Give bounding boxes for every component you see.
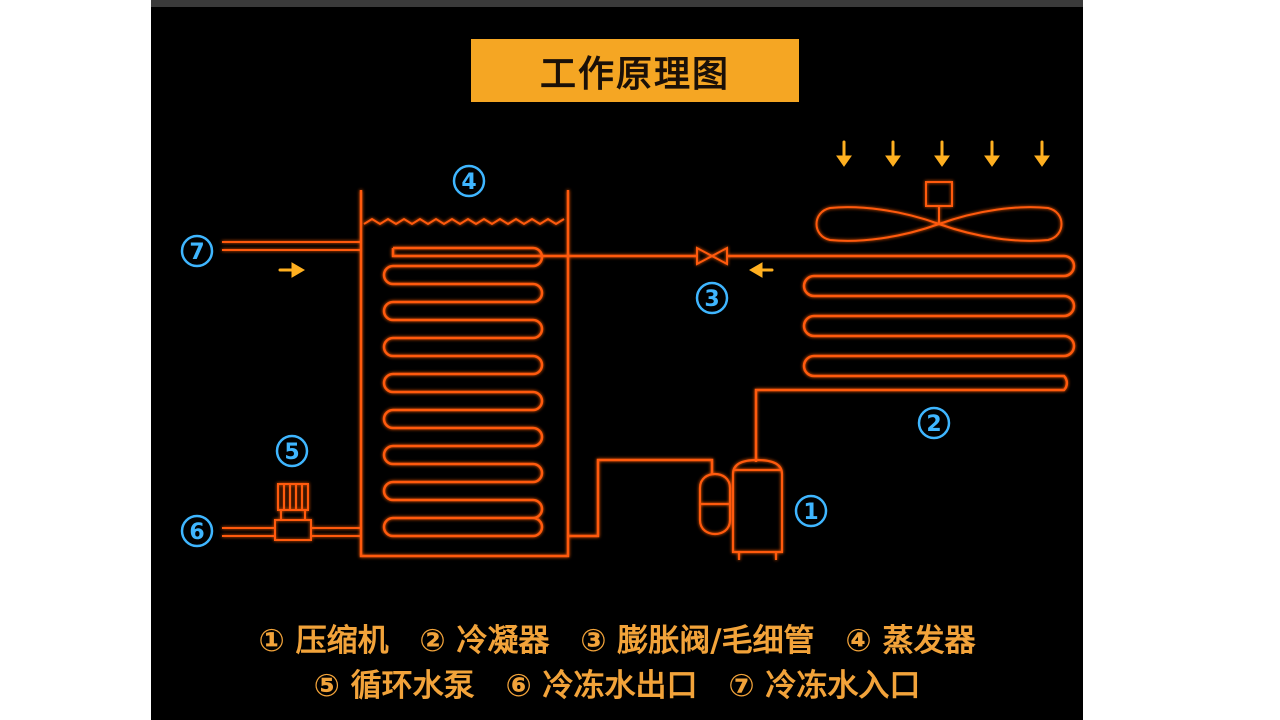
top-border-strip (151, 0, 1083, 7)
marker-3: 3 (695, 281, 729, 315)
legend-row-2: ⑤ 循环水泵 ⑥ 冷冻水出口 ⑦ 冷冻水入口 (151, 660, 1083, 705)
marker-7: 7 (180, 234, 214, 268)
water-inlet-pipe (222, 241, 361, 251)
compressor-body (731, 458, 784, 560)
legend-item-evaporator: ④ 蒸发器 (845, 623, 976, 659)
down-arrow-icon (934, 140, 950, 167)
circulation-pump (274, 483, 312, 541)
right-arrow-icon (278, 262, 305, 278)
marker-6: 6 (180, 514, 214, 548)
legend-row-1: ① 压缩机 ② 冷凝器 ③ 膨胀阀/毛细管 ④ 蒸发器 (151, 615, 1083, 660)
down-arrow-icon (984, 140, 1000, 167)
svg-text:2: 2 (926, 412, 941, 437)
legend-item-expansion-valve: ③ 膨胀阀/毛细管 (580, 623, 815, 659)
marker-4: 4 (452, 164, 486, 198)
svg-text:4: 4 (461, 170, 476, 195)
legend-item-compressor: ① 压缩机 (258, 623, 389, 659)
suction-line (568, 458, 714, 538)
marker-1: 1 (794, 494, 828, 528)
legend-item-water-inlet: ⑦ 冷冻水入口 (728, 668, 921, 704)
accumulator (698, 472, 732, 536)
svg-text:7: 7 (189, 240, 204, 265)
marker-5: 5 (275, 434, 309, 468)
down-arrow-icon (836, 140, 852, 167)
expansion-valve (696, 246, 728, 266)
fan-motor (925, 181, 953, 207)
condenser-coil (754, 254, 1076, 462)
fan-blade-right (936, 206, 1063, 242)
refrigerant-line-top (391, 248, 697, 258)
svg-text:3: 3 (704, 287, 719, 312)
legend-item-pump: ⑤ 循环水泵 (313, 668, 475, 704)
legend-item-condenser: ② 冷凝器 (419, 623, 550, 659)
svg-text:5: 5 (284, 440, 299, 465)
legend-item-water-outlet: ⑥ 冷冻水出口 (505, 668, 698, 704)
evaporator-tank (359, 190, 570, 558)
marker-2: 2 (917, 406, 951, 440)
down-arrow-icon (1034, 140, 1050, 167)
evaporator-coil (382, 246, 544, 538)
down-arrow-icon (885, 140, 901, 167)
title-banner: 工作原理图 (471, 39, 799, 102)
water-outlet-pipe (222, 527, 361, 537)
left-arrow-icon (749, 262, 774, 278)
svg-text:1: 1 (803, 500, 818, 525)
diagram-panel (151, 0, 1083, 720)
fan-blade-left (815, 206, 942, 242)
diagram-title: 工作原理图 (539, 53, 730, 95)
svg-text:6: 6 (189, 520, 204, 545)
water-surface (363, 217, 565, 226)
